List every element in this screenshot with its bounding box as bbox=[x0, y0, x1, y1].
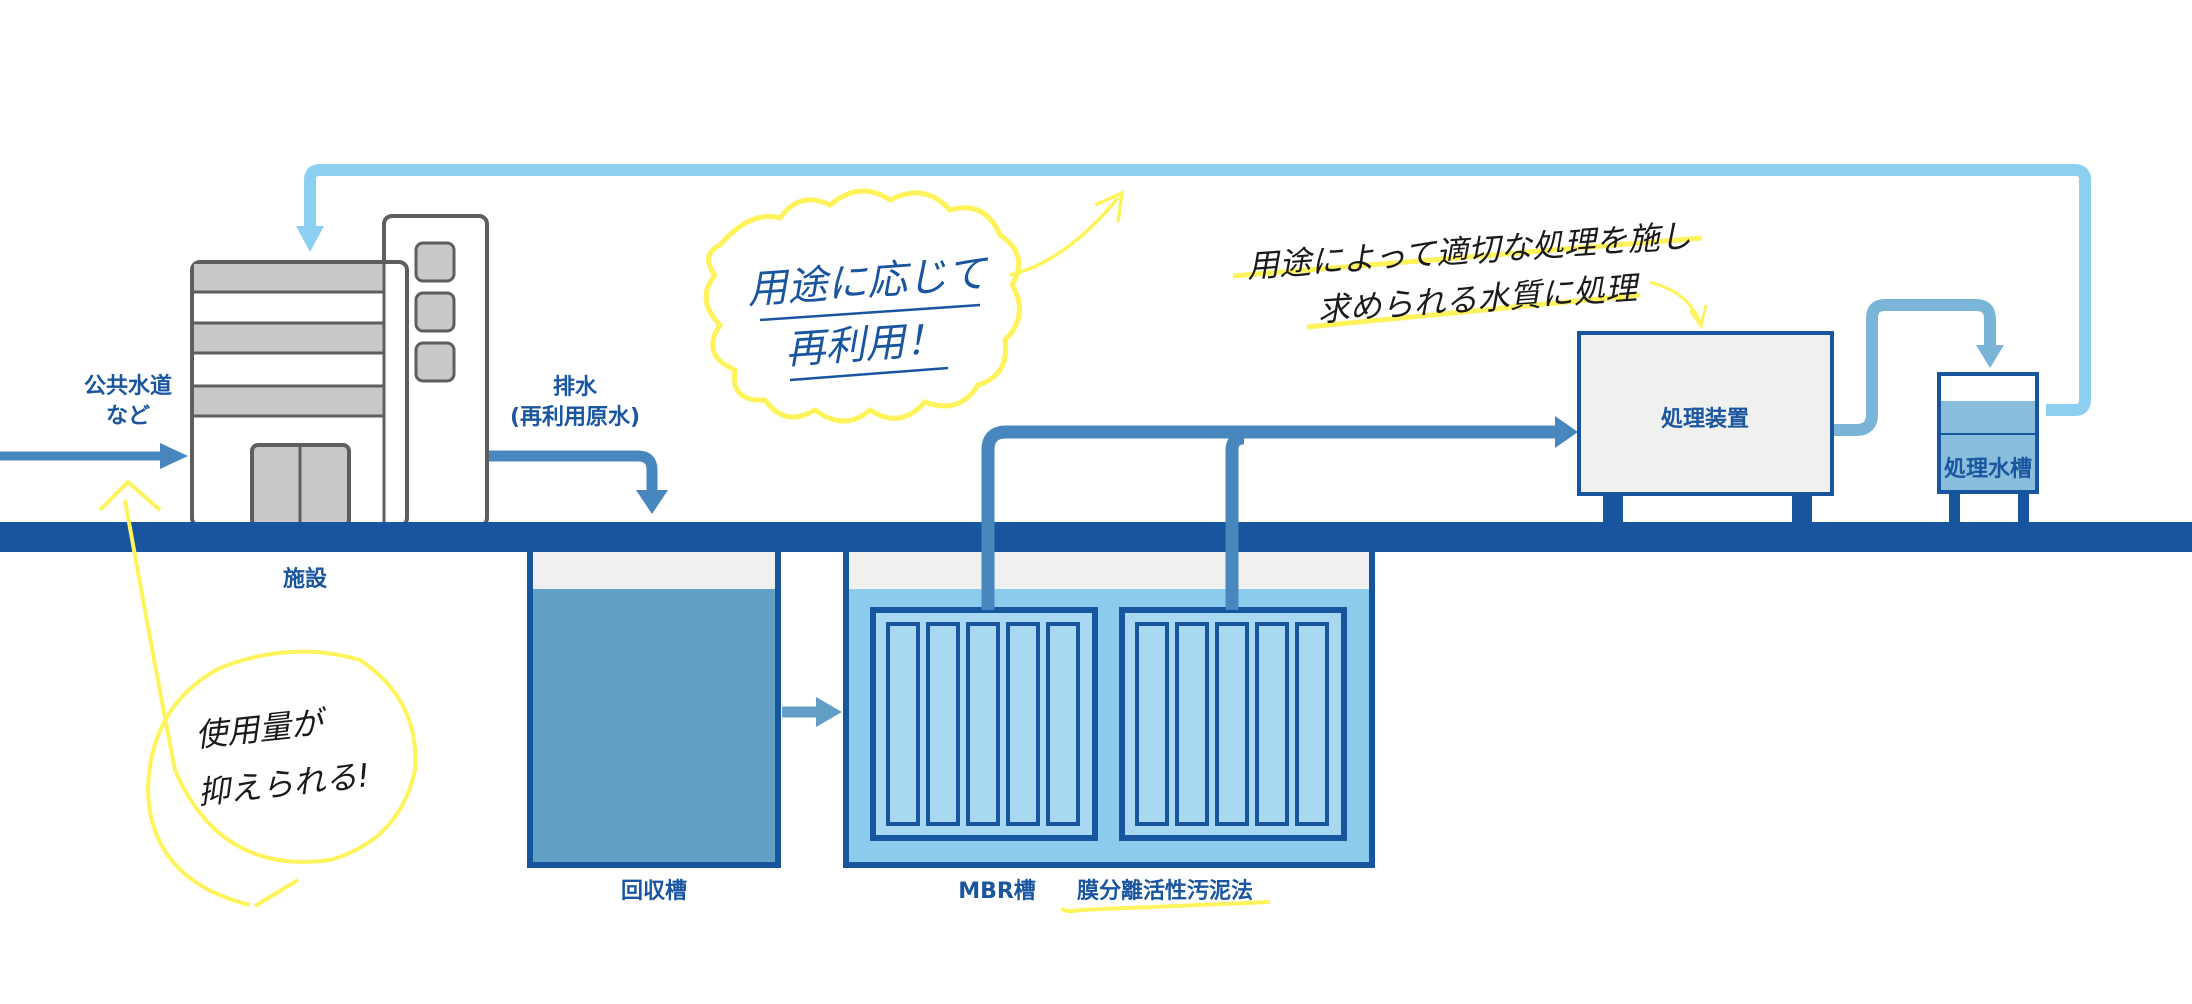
treatment-callout-arrowhead bbox=[1688, 304, 1708, 330]
treatment-device-label: 処理装置 bbox=[1661, 406, 1749, 432]
recovery-tank bbox=[527, 545, 781, 868]
permeate-pipe-1 bbox=[981, 425, 1565, 610]
public-water-label-2: など bbox=[106, 404, 150, 429]
treated-water-tank-label: 処理水槽 bbox=[1944, 456, 2032, 482]
transfer-arrowhead bbox=[816, 697, 842, 727]
usage-callout-line1: 使用量が bbox=[193, 703, 329, 755]
mbr-method-label: 膜分離活性汚泥法 bbox=[1077, 878, 1253, 904]
usage-arrowhead bbox=[98, 479, 162, 512]
device-to-tank-arrowhead bbox=[1976, 345, 2004, 368]
membrane-plate bbox=[1046, 622, 1080, 826]
treated-water-tank bbox=[1937, 372, 2039, 522]
reuse-callout-underline-2 bbox=[789, 366, 949, 382]
membrane-plate bbox=[1255, 622, 1289, 826]
treatment-callout-line2: 求められる水質に処理 bbox=[1316, 269, 1642, 330]
facility-label: 施設 bbox=[283, 566, 328, 592]
usage-callout-line2: 抑えられる! bbox=[196, 756, 372, 812]
reuse-starburst bbox=[703, 188, 1023, 424]
reuse-spark-arrow bbox=[1009, 196, 1120, 277]
return-pipe-arrowhead bbox=[296, 226, 324, 252]
usage-loop bbox=[123, 499, 418, 907]
return-pipe bbox=[304, 164, 2091, 416]
usage-tail bbox=[253, 878, 300, 908]
permeate-pipe-2 bbox=[1225, 431, 1245, 610]
membrane-plate bbox=[1295, 622, 1329, 826]
membrane-plate bbox=[926, 622, 960, 826]
wastewater-label-2: (再利用原水) bbox=[510, 405, 640, 430]
treatment-callout-underline-2 bbox=[1306, 292, 1641, 330]
recovery-tank-label: 回収槽 bbox=[621, 879, 687, 904]
membrane-plate bbox=[1135, 622, 1169, 826]
wastewater-label-1: 排水 bbox=[553, 375, 598, 400]
device-to-tank-pipe bbox=[1834, 299, 1996, 436]
treatment-callout-arrow bbox=[1649, 280, 1702, 323]
mbr-tank-label: MBR槽 bbox=[958, 879, 1036, 904]
treatment-callout-underline-1 bbox=[1232, 235, 1703, 279]
wastewater-pipe bbox=[489, 450, 658, 492]
membrane-modules bbox=[870, 607, 1347, 841]
reuse-callout-underline-1 bbox=[759, 303, 981, 322]
membrane-plate bbox=[1006, 622, 1040, 826]
facility-building bbox=[190, 214, 489, 528]
treatment-device bbox=[1577, 331, 1834, 524]
permeate-arrowhead bbox=[1555, 416, 1578, 448]
public-water-label-1: 公共水道 bbox=[84, 373, 172, 399]
reuse-spark-arrowhead bbox=[1094, 190, 1125, 223]
membrane-plate bbox=[886, 622, 920, 826]
inlet-arrowhead bbox=[160, 443, 188, 469]
membrane-plate bbox=[1175, 622, 1209, 826]
membrane-plate bbox=[1215, 622, 1249, 826]
mbr-method-underline bbox=[1060, 900, 1271, 914]
reuse-callout-line2: 再利用！ bbox=[784, 317, 947, 374]
wastewater-arrowhead bbox=[636, 490, 668, 514]
membrane-plate bbox=[966, 622, 1000, 826]
